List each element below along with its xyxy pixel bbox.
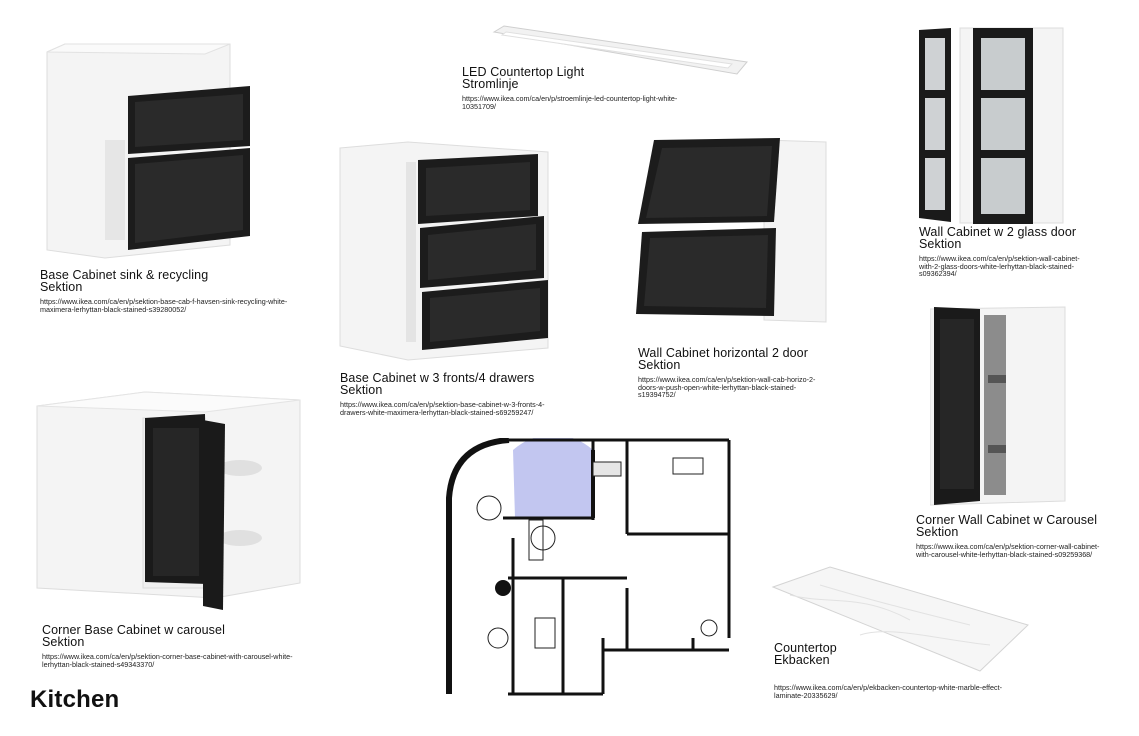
wall-cabinet-horizontal-image [636,138,827,323]
card-title: Corner Base Cabinet w carousel [42,623,225,637]
card-base-sink: Base Cabinet sink & recycling Sektion ht… [40,269,290,313]
card-title: Wall Cabinet horizontal 2 door [638,346,808,360]
corner-base-cabinet-image [36,391,301,610]
page-title: Kitchen [30,686,120,713]
product-link[interactable]: https://www.ikea.com/ca/en/p/sektion-wal… [919,254,1080,279]
card-subtitle: Sektion [638,358,681,372]
card-subtitle: Sektion [340,383,383,397]
card-corner-wall: Corner Wall Cabinet w Carousel Sektion h… [916,514,1111,558]
card-wall-glass: Wall Cabinet w 2 glass door Sektion http… [919,226,1091,278]
card-countertop: Countertop Ekbacken https://www.ikea.com… [774,642,1029,699]
card-title: Wall Cabinet w 2 glass door [919,225,1077,239]
floorplan-image [443,438,733,696]
card-title: Base Cabinet w 3 fronts/4 drawers [340,371,535,385]
card-wall-horiz: Wall Cabinet horizontal 2 door Sektion h… [638,347,828,399]
card-led: LED Countertop Light Stromlinje https://… [462,66,707,110]
corner-wall-cabinet-image [930,306,1066,506]
card-subtitle: Stromlinje [462,77,519,91]
base-cabinet-drawers-image [339,141,549,361]
card-corner-base: Corner Base Cabinet w carousel Sektion h… [42,624,307,668]
card-subtitle: Sektion [42,635,85,649]
product-link[interactable]: https://www.ikea.com/ca/en/p/stroemlinje… [462,94,678,111]
highlight-kitchen [513,438,593,518]
base-cabinet-sink-image [46,43,250,259]
card-subtitle: Sektion [916,525,959,539]
product-link[interactable]: https://www.ikea.com/ca/en/p/sektion-cor… [916,542,1100,559]
card-subtitle: Sektion [40,280,83,294]
card-title: Corner Wall Cabinet w Carousel [916,513,1098,527]
card-title: Countertop [774,641,837,655]
card-base-drawers: Base Cabinet w 3 fronts/4 drawers Sektio… [340,372,568,416]
card-title: Base Cabinet sink & recycling [40,268,209,282]
card-subtitle: Ekbacken [774,653,830,667]
product-link[interactable]: https://www.ikea.com/ca/en/p/sektion-wal… [638,375,816,400]
product-link[interactable]: https://www.ikea.com/ca/en/p/sektion-bas… [340,400,545,417]
product-link[interactable]: https://www.ikea.com/ca/en/p/sektion-bas… [40,297,288,314]
wall-cabinet-glass-image [919,27,1064,224]
product-link[interactable]: https://www.ikea.com/ca/en/p/sektion-cor… [42,652,293,669]
card-subtitle: Sektion [919,237,962,251]
product-link[interactable]: https://www.ikea.com/ca/en/p/ekbacken-co… [774,683,1002,700]
card-title: LED Countertop Light [462,65,585,79]
countertop-image [771,566,1029,672]
led-light-image [492,25,748,75]
